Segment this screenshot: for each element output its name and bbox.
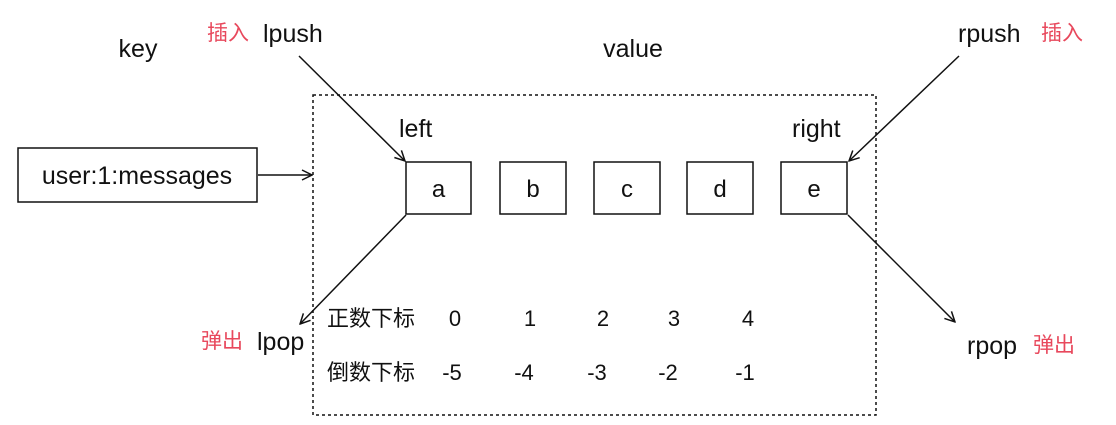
rpush-action-label: 插入 — [1041, 22, 1083, 45]
lpop-action-label: 弹出 — [201, 330, 243, 353]
list-element-box — [780, 161, 848, 215]
list-element-label: a — [432, 176, 446, 203]
rpush-arrow — [849, 55, 960, 161]
positive-index-value: 2 — [597, 306, 609, 331]
rpush-command-label: rpush — [958, 20, 1021, 48]
right-label: right — [792, 115, 841, 143]
list-element: d — [686, 161, 754, 215]
list-element: c — [593, 161, 661, 215]
list-element-label: d — [713, 176, 726, 203]
list-element-box — [499, 161, 567, 215]
value-heading: value — [603, 35, 663, 63]
list-element: e — [780, 161, 848, 215]
list-element-label: b — [526, 176, 539, 203]
key-box-label: user:1:messages — [42, 162, 232, 190]
negative-index-value: -5 — [442, 360, 462, 385]
positive-index-label: 正数下标 — [327, 306, 415, 331]
positive-index-value: 1 — [524, 306, 536, 331]
list-element-box — [405, 161, 472, 215]
list-element-box — [686, 161, 754, 215]
list-element-label: c — [621, 176, 633, 203]
negative-index-value: -2 — [658, 360, 678, 385]
positive-index-value: 4 — [742, 306, 754, 331]
key-heading: key — [119, 35, 158, 63]
negative-index-label: 倒数下标 — [327, 360, 415, 385]
negative-index-value: -4 — [514, 360, 534, 385]
lpush-command-label: lpush — [263, 20, 323, 48]
positive-index-value: 3 — [668, 306, 680, 331]
list-element-label: e — [807, 176, 820, 203]
key-box — [17, 147, 258, 203]
value-container — [312, 94, 877, 416]
lpush-action-label: 插入 — [207, 22, 249, 45]
lpop-arrow — [300, 214, 407, 324]
list-element: a — [405, 161, 472, 215]
negative-index-value: -3 — [587, 360, 607, 385]
rpop-action-label: 弹出 — [1033, 334, 1075, 357]
rpop-arrow — [847, 214, 955, 322]
negative-index-value: -1 — [735, 360, 755, 385]
list-element-box — [593, 161, 661, 215]
rpop-command-label: rpop — [967, 332, 1017, 360]
list-element: b — [499, 161, 567, 215]
left-label: left — [399, 115, 432, 143]
lpop-command-label: lpop — [257, 328, 304, 356]
positive-index-value: 0 — [449, 306, 461, 331]
lpush-arrow — [298, 55, 405, 161]
